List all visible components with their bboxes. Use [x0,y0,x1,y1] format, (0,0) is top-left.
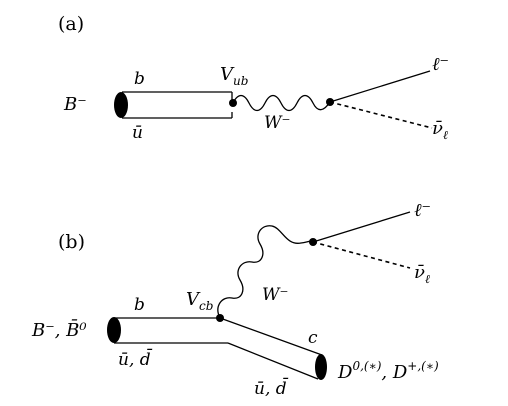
panel-b-spectator-line [227,342,319,380]
panel-a-lepton-label: ℓ⁻ [432,54,449,75]
panel-a-tag: (a) [58,13,84,35]
panel-a-boson-label: W⁻ [264,113,290,133]
panel-a-neutrino-line [329,101,433,129]
panel-b-c-quark-label: c [308,328,318,348]
panel-a-quark-b-label: b [134,69,145,89]
panel-a-lepton-line [329,70,431,103]
panel-b-neutrino-label: ν̄ℓ [414,262,430,286]
panel-b-w-boson-line [217,225,314,319]
panel-b-lepton-label: ℓ⁻ [414,200,431,221]
panel-b-meson-label: B⁻, B̄⁰ [31,318,87,341]
panel-b-tag: (b) [58,231,85,253]
panel-b-product-meson-label: D0,(∗), D+,(∗) [337,359,439,383]
panel-a-meson-label: B⁻ [63,94,87,115]
panel-b: (b) B⁻, B̄⁰ b ū, d̄ Vcb W⁻ ℓ⁻ ν̄ℓ c ū, d… [31,200,439,399]
panel-a-meson-blob [114,92,128,118]
panel-b-neutrino-line [312,241,411,269]
panel-a: (a) B⁻ b ū Vub W⁻ ℓ⁻ ν̄ℓ [58,13,449,143]
panel-b-c-quark-line [219,317,323,356]
panel-b-antiquark-label: ū, d̄ [118,347,152,370]
panel-b-out-antiquark-label: ū, d̄ [254,376,288,399]
panel-b-product-meson-blob [315,354,327,380]
panel-a-vertex-label: Vub [220,64,248,88]
panel-a-w-boson-line [232,94,331,112]
panel-b-meson-blob [107,317,121,343]
panel-b-quark-b-label: b [134,295,145,315]
panel-a-neutrino-label: ν̄ℓ [432,118,448,142]
panel-b-lepton-line [312,211,411,243]
panel-b-vertex-label: Vcb [186,289,213,313]
panel-a-antiquark-label: ū [132,123,143,143]
panel-b-boson-label: W⁻ [262,285,288,305]
